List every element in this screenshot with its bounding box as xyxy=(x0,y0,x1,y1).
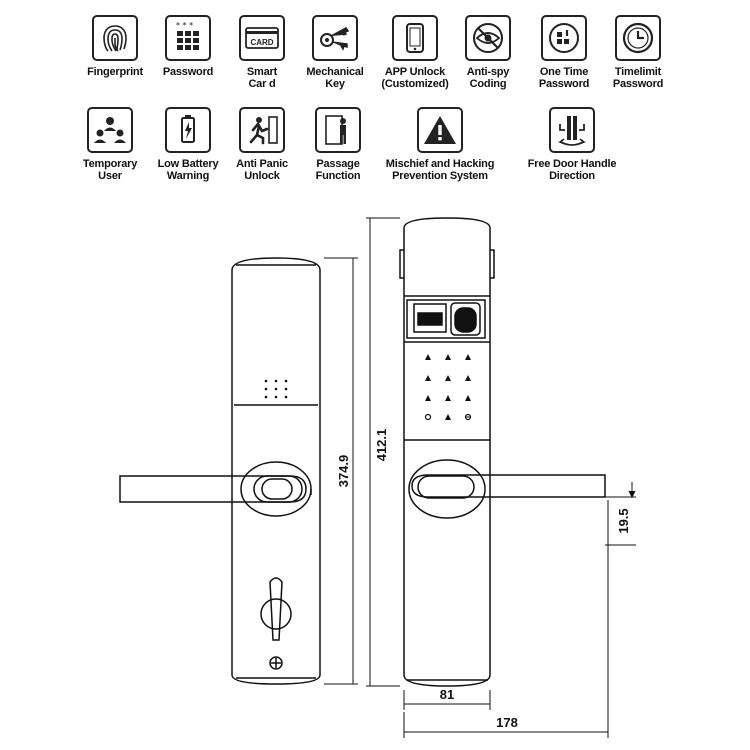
dim-front-height xyxy=(366,217,400,687)
feature-anti-spy: Anti-spy Coding xyxy=(448,15,528,90)
feature-temporary-user: Temporary User xyxy=(70,107,150,182)
dim-front-height-label: 412.1 xyxy=(374,429,389,462)
feature-label: Timelimit Password xyxy=(612,66,664,90)
feature-label: Anti-spy Coding xyxy=(466,66,510,90)
handle-direction-icon xyxy=(549,107,595,153)
keypad xyxy=(424,354,472,421)
battery-icon xyxy=(165,107,211,153)
one-time-icon xyxy=(541,15,587,61)
dim-inner-width xyxy=(403,690,491,710)
fingerprint-icon xyxy=(92,15,138,61)
running-man-icon xyxy=(239,107,285,153)
feature-anti-panic: Anti Panic Unlock xyxy=(222,107,302,182)
feature-label: One Time Password xyxy=(538,66,590,90)
card-icon-text: CARD xyxy=(250,38,273,47)
feature-label: APP Unlock (Customized) xyxy=(381,66,449,90)
feature-app-unlock: APP Unlock (Customized) xyxy=(375,15,455,90)
phone-icon xyxy=(392,15,438,61)
feature-low-battery: Low Battery Warning xyxy=(148,107,228,182)
feature-label: Smart Car d xyxy=(246,66,278,90)
feature-password: * * * Password xyxy=(148,15,228,78)
feature-timelimit-password: Timelimit Password xyxy=(598,15,678,90)
feature-label: Fingerprint xyxy=(87,66,143,78)
dim-back-height-label: 374.9 xyxy=(336,455,351,488)
feature-mechanical-key: Mechanical Key xyxy=(295,15,375,90)
feature-label: Mechanical Key xyxy=(306,66,364,90)
feature-passage: Passage Function xyxy=(298,107,378,182)
feature-fingerprint: Fingerprint xyxy=(75,15,155,78)
clock-icon xyxy=(615,15,661,61)
card-icon: CARD xyxy=(239,15,285,61)
front-handle xyxy=(408,459,606,519)
warning-icon xyxy=(417,107,463,153)
dim-inner-width-label: 81 xyxy=(440,687,454,702)
keypad-icon: * * * xyxy=(165,15,211,61)
door-person-icon xyxy=(315,107,361,153)
back-panel xyxy=(231,257,321,685)
feature-label: Free Door Handle Direction xyxy=(527,158,617,182)
feature-smart-card: CARD Smart Car d xyxy=(222,15,302,90)
fingerprint-reader-module xyxy=(404,299,490,343)
feature-one-time-password: One Time Password xyxy=(524,15,604,90)
svg-text:* * *: * * * xyxy=(176,21,193,30)
speaker-holes xyxy=(264,379,288,399)
thumb-turn xyxy=(260,577,292,670)
keys-icon xyxy=(312,15,358,61)
feature-label: Low Battery Warning xyxy=(157,158,219,182)
back-handle xyxy=(119,461,312,517)
dim-total-width-label: 178 xyxy=(496,715,518,730)
feature-label: Passage Function xyxy=(315,158,361,182)
users-icon xyxy=(87,107,133,153)
feature-mischief: Mischief and Hacking Prevention System xyxy=(380,107,500,182)
feature-label: Mischief and Hacking Prevention System xyxy=(385,158,495,182)
dim-total-width xyxy=(403,500,609,738)
feature-label: Temporary User xyxy=(82,158,138,182)
eye-crossed-icon xyxy=(465,15,511,61)
feature-label: Anti Panic Unlock xyxy=(236,158,288,182)
front-panel xyxy=(399,217,495,687)
feature-label: Password xyxy=(162,66,214,78)
feature-free-handle: Free Door Handle Direction xyxy=(512,107,632,182)
dim-back-height xyxy=(324,257,358,685)
dim-handle-offset-label: 19.5 xyxy=(616,508,631,533)
dim-handle-offset xyxy=(605,482,636,546)
